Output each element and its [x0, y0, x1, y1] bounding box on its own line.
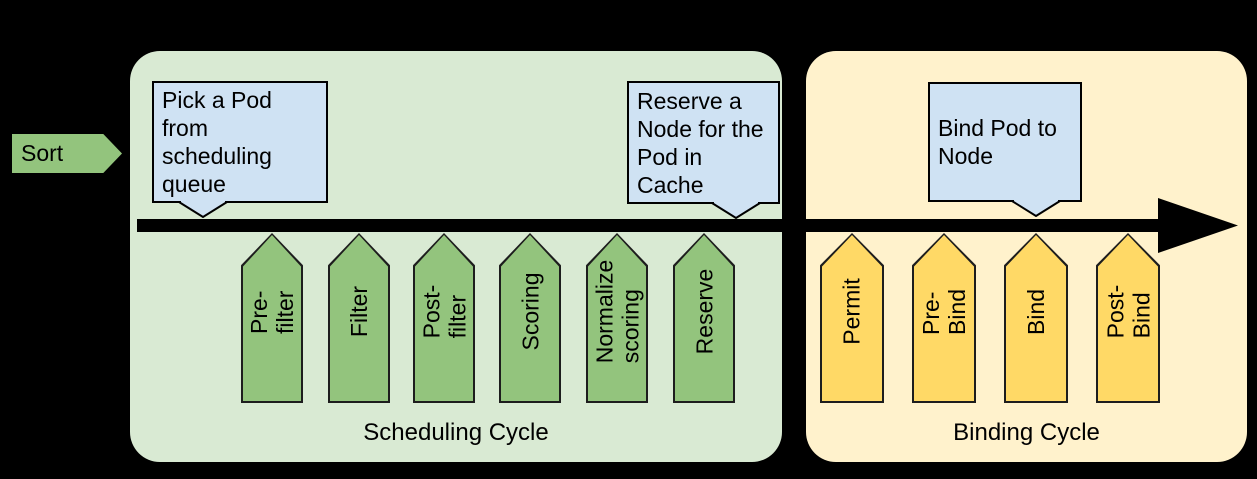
callout-tail-icon — [711, 202, 761, 219]
sort-arrow: Sort — [12, 134, 122, 173]
callout-reserve-node: Reserve a Node for the Pod in Cache — [627, 81, 780, 204]
extension-point-pre-bind: Pre-Bind — [912, 233, 976, 403]
extension-point-label: Pre-filter — [246, 290, 298, 334]
extension-point-bind: Bind — [1004, 233, 1068, 403]
extension-point-label: Scoring — [517, 272, 544, 351]
extension-point-label: Normalize scoring — [591, 259, 643, 364]
extension-point-permit: Permit — [820, 233, 884, 403]
extension-point-reserve: Reserve — [673, 233, 735, 403]
extension-point-label: Post-filter — [418, 284, 470, 339]
extension-point-label: Post-Bind — [1102, 284, 1154, 339]
extension-point-label: Permit — [839, 278, 866, 345]
sort-label: Sort — [21, 140, 64, 166]
extension-point-label: Filter — [346, 285, 372, 338]
extension-point-label: Bind — [1023, 288, 1049, 335]
extension-point-normalize-scoring: Normalize scoring — [586, 233, 648, 403]
callout-tail-icon — [178, 201, 228, 218]
extension-point-label: Reserve — [691, 268, 717, 355]
scheduling-cycle-label: Scheduling Cycle — [363, 419, 549, 446]
timeline-arrow-shaft — [137, 219, 1158, 232]
binding-cycle-label: Binding Cycle — [953, 419, 1100, 446]
extension-point-scoring: Scoring — [499, 233, 561, 403]
callout-pick-pod: Pick a Pod from scheduling queue — [152, 81, 328, 203]
callout-bind-pod: Bind Pod to Node — [928, 82, 1082, 202]
extension-point-post-bind: Post-Bind — [1096, 233, 1160, 403]
extension-point-label: Pre-Bind — [918, 288, 970, 335]
extension-point-pre-filter: Pre-filter — [241, 233, 303, 403]
extension-point-post-filter: Post-filter — [413, 233, 475, 403]
callout-bind-pod-text: Bind Pod to Node — [938, 115, 1057, 169]
extension-point-filter: Filter — [328, 233, 390, 403]
callout-pick-pod-text: Pick a Pod from scheduling queue — [162, 87, 272, 197]
callout-reserve-node-text: Reserve a Node for the Pod in Cache — [637, 87, 764, 198]
callout-tail-icon — [1011, 200, 1061, 217]
